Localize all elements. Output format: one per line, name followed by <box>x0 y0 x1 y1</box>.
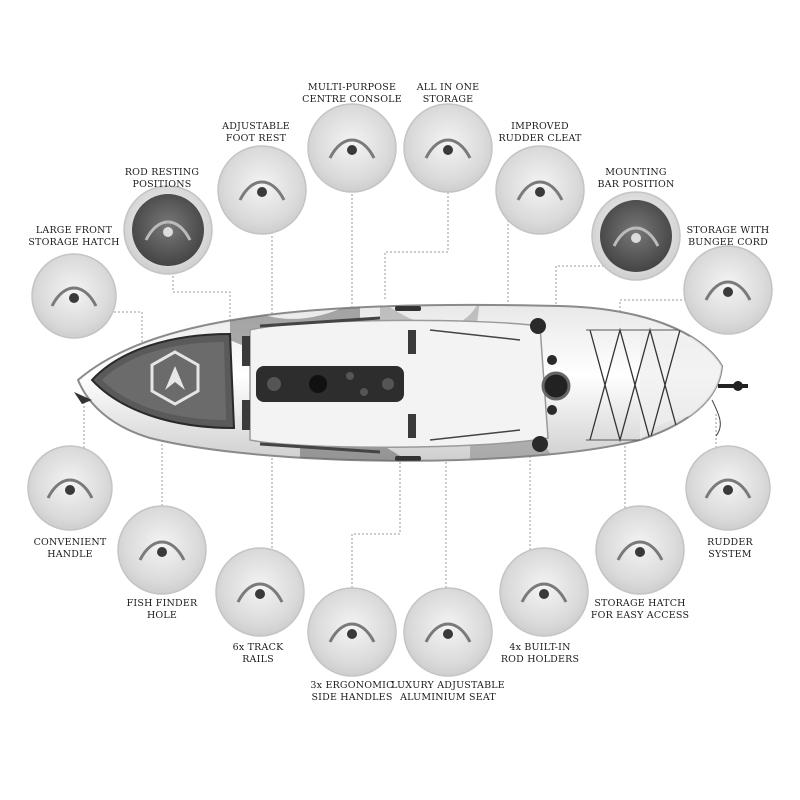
feature-circle-adjustable-foot-rest <box>217 145 307 235</box>
feature-label-line: ADJUSTABLE <box>222 121 290 132</box>
feature-circle-front-storage-hatch <box>31 253 117 339</box>
feature-label-line: RUDDER CLEAT <box>498 133 582 144</box>
feature-label-line: STORAGE WITH <box>686 225 770 236</box>
feature-label-line: POSITIONS <box>132 179 192 190</box>
feature-label-line: FISH FINDER <box>126 598 198 609</box>
feature-label-line: STORAGE HATCH <box>28 237 120 248</box>
feature-label-line: ALL IN ONE <box>416 82 480 93</box>
feature-label-line: ALUMINIUM SEAT <box>400 692 496 703</box>
feature-label-line: LUXURY ADJUSTABLE <box>391 680 505 691</box>
feature-label-line: IMPROVED <box>511 121 569 132</box>
feature-circle-fish-finder-hole <box>117 505 207 595</box>
feature-label-line: 4x BUILT-IN <box>509 642 571 653</box>
feature-label-line: CONVENIENT <box>33 537 107 548</box>
feature-circles <box>27 103 773 677</box>
feature-circle-rod-holders <box>499 547 589 637</box>
feature-circle-rudder-cleat <box>495 145 585 235</box>
feature-circle-aluminium-seat <box>403 587 493 677</box>
feature-label-line: LARGE FRONT <box>35 225 113 236</box>
feature-label-line: HOLE <box>146 610 178 621</box>
feature-label-line: HANDLE <box>47 549 93 560</box>
feature-circle-track-rails <box>215 547 305 637</box>
feature-label-line: 3x ERGONOMIC <box>310 680 394 691</box>
feature-label-line: 6x TRACK <box>232 642 284 653</box>
feature-label-line: BAR POSITION <box>597 179 675 190</box>
feature-circle-mounting-bar <box>591 191 681 281</box>
feature-circle-rudder-system <box>685 445 771 531</box>
feature-label-line: MOUNTING <box>605 167 667 178</box>
feature-label-line: FOR EASY ACCESS <box>590 610 690 621</box>
feature-circle-bungee-storage <box>683 245 773 335</box>
feature-label-line: SYSTEM <box>708 549 752 560</box>
feature-label-line: RUDDER <box>707 537 753 548</box>
feature-label-line: CENTRE CONSOLE <box>302 94 402 105</box>
kayak-hull <box>74 303 748 462</box>
feature-label-line: ROD HOLDERS <box>500 654 580 665</box>
feature-label-line: FOOT REST <box>225 133 287 144</box>
feature-circle-rod-resting-positions <box>123 185 213 275</box>
feature-label-line: MULTI-PURPOSE <box>307 82 397 93</box>
feature-circle-all-in-one-storage <box>403 103 493 193</box>
feature-label-line: RAILS <box>242 654 274 665</box>
feature-label-line: ROD RESTING <box>124 167 200 178</box>
feature-circle-convenient-handle <box>27 445 113 531</box>
feature-label-line: STORAGE <box>422 94 474 105</box>
feature-circle-rear-storage-hatch <box>595 505 685 595</box>
feature-label-line: BUNGEE CORD <box>688 237 768 248</box>
feature-label-line: STORAGE HATCH <box>594 598 686 609</box>
feature-circle-centre-console <box>307 103 397 193</box>
feature-label-line: SIDE HANDLES <box>311 692 393 703</box>
feature-circle-side-handles <box>307 587 397 677</box>
